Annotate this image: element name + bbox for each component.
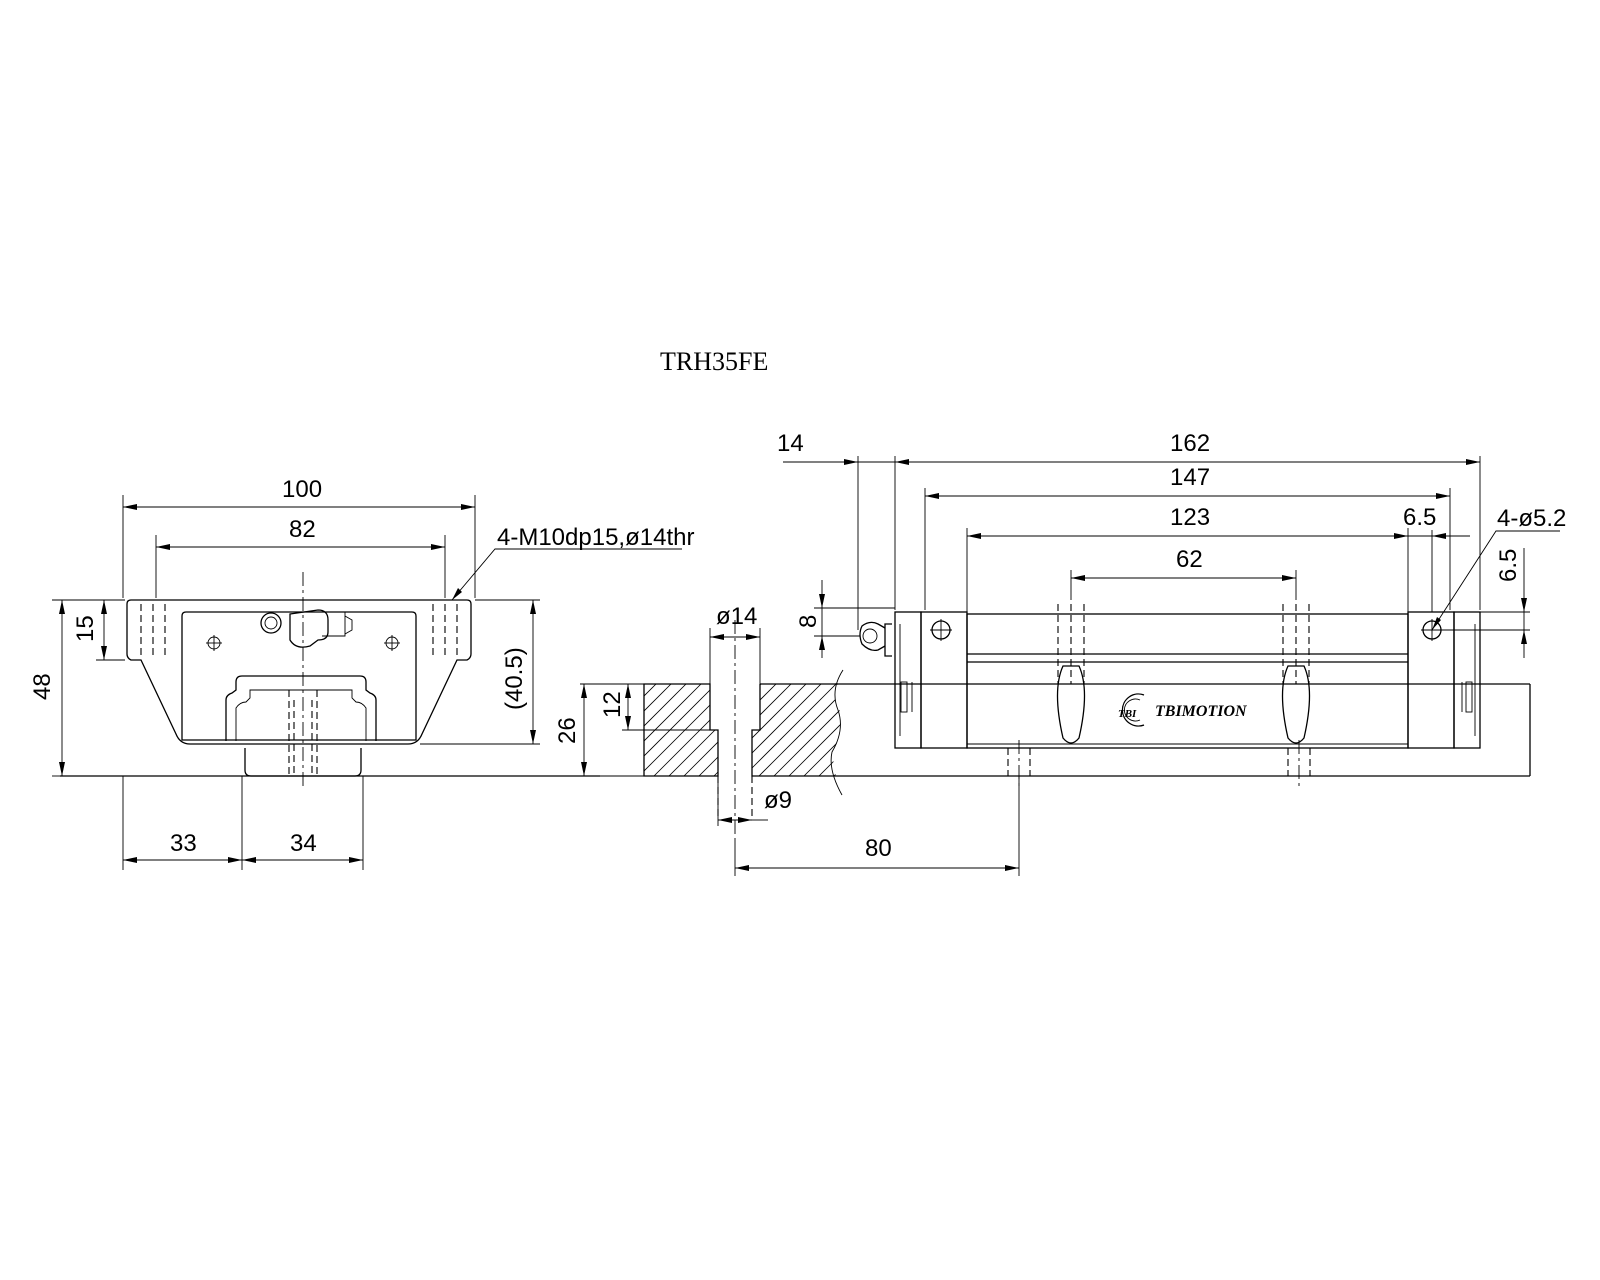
rail-section: ø14 12 26 ø9 80 [554, 603, 1020, 876]
front-callout: 4-M10dp15,ø14thr [497, 524, 694, 551]
side-grease-nipple-icon [859, 621, 892, 657]
side-view: TBI TBIMOTION [777, 430, 1566, 790]
dim-flange: 15 [72, 615, 99, 642]
dim-body-length: 147 [1170, 464, 1210, 491]
dim-grease-nipple: 14 [777, 430, 804, 457]
block-body [181, 611, 417, 741]
front-view: 100 82 48 15 (40.5) 33 34 4-M10dp15,ø14t… [29, 476, 694, 870]
dim-overall-length: 162 [1170, 430, 1210, 457]
dim-bolt-hole-dia: ø9 [764, 787, 792, 814]
dim-rail-width: 34 [290, 830, 317, 857]
front-screw-right-icon [384, 635, 400, 651]
dim-counterbore-dia: ø14 [716, 603, 757, 630]
dim-mount-pitch: 62 [1176, 546, 1203, 573]
hatch-line [829, 684, 841, 776]
hatch-line [739, 684, 841, 776]
brand-name: TBIMOTION [1155, 703, 1248, 720]
hatch-line [769, 684, 841, 776]
window-left [1056, 665, 1086, 744]
block-channel [225, 675, 377, 741]
hatch-line [644, 684, 691, 776]
dim-rail-hole-pitch: 80 [865, 835, 892, 862]
hatch-line [860, 680, 960, 780]
hatch-line [724, 684, 826, 776]
dim-hole-pitch: 82 [289, 516, 316, 543]
block-outline [126, 599, 472, 745]
drawing-title: TRH35FE [660, 347, 768, 376]
dim-width: 100 [282, 476, 322, 503]
front-screw-left-icon [206, 635, 222, 651]
tbi-logo: TBI TBIMOTION [1118, 693, 1248, 727]
hatch-line [784, 684, 841, 776]
dim-rail-height: 26 [554, 717, 581, 744]
hatch-line [875, 680, 975, 780]
hatch-line [644, 684, 676, 776]
dim-hole-offset-vertical: 6.5 [1495, 549, 1522, 582]
window-right [1281, 665, 1311, 744]
logo-text: TBI [1118, 708, 1137, 720]
side-callout: 4-ø5.2 [1497, 505, 1566, 532]
hatch-line [799, 684, 841, 776]
endcap-screw-left-icon [930, 619, 952, 641]
dim-height: 48 [29, 673, 56, 700]
dim-steel-length: 123 [1170, 504, 1210, 531]
grease-nipple-icon [260, 609, 353, 648]
dim-side-offset: 33 [170, 830, 197, 857]
dim-block-height: (40.5) [501, 647, 528, 710]
dim-nipple-height: 8 [795, 615, 822, 628]
hatch-line [890, 680, 990, 780]
dim-counterbore-depth: 12 [599, 691, 626, 718]
hatch-line [814, 684, 841, 776]
dim-hole-offset: 6.5 [1403, 504, 1436, 531]
